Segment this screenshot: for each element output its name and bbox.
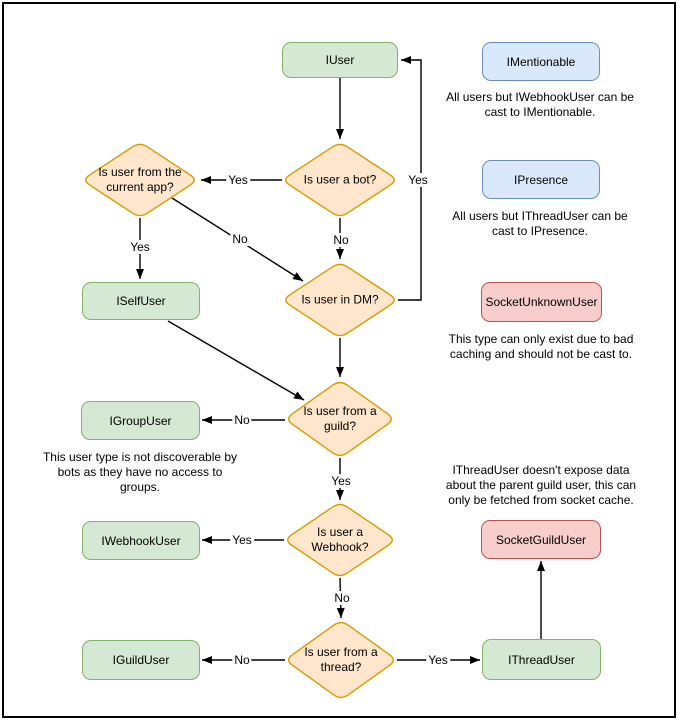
edge-label-fromguild-no: No xyxy=(232,413,252,427)
decision-is-webhook-label: Is user a Webhook? xyxy=(311,525,369,554)
edge-label-fromthread-yes: Yes xyxy=(426,653,450,667)
decision-from-current-app-shape xyxy=(85,143,195,217)
note-ithreaduser: IThreadUser doesn't expose data about th… xyxy=(445,463,637,507)
edge-label-fromthread-no: No xyxy=(232,653,252,667)
node-iselfuser: ISelfUser xyxy=(82,282,200,320)
decision-is-bot-shape xyxy=(285,143,395,217)
decision-is-bot-label: Is user a bot? xyxy=(303,172,377,187)
note-socketunknownuser: This type can only exist due to bad cach… xyxy=(448,332,634,361)
edge-label-iswebhook-no: No xyxy=(332,591,352,605)
node-imentionable-label: IMentionable xyxy=(506,54,576,69)
edge-label-iswebhook-yes: Yes xyxy=(230,533,254,547)
decision-from-guild-label: Is user from a guild? xyxy=(303,404,377,433)
edge-label-isbot-yes: Yes xyxy=(226,173,250,187)
note-ipresence: All users but IThreadUser can be cast to… xyxy=(452,209,628,238)
node-ithreaduser: IThreadUser xyxy=(482,639,601,680)
edge-label-isbot-no: No xyxy=(331,233,351,247)
node-ithreaduser-label: IThreadUser xyxy=(508,652,575,667)
decision-is-webhook-shape xyxy=(287,503,393,577)
decision-in-dm-shape xyxy=(285,263,395,337)
edge-label-indm-yes: Yes xyxy=(406,173,430,187)
note-igroupuser: This user type is not discoverable by bo… xyxy=(42,450,238,494)
edge-label-currentapp-no: No xyxy=(230,232,250,246)
node-socketunknownuser-label: SocketUnknownUser xyxy=(485,295,598,309)
node-iselfuser-label: ISelfUser xyxy=(116,294,166,308)
node-imentionable: IMentionable xyxy=(482,42,600,81)
node-socketunknownuser: SocketUnknownUser xyxy=(481,282,602,322)
node-socketguilduser: SocketGuildUser xyxy=(481,520,601,559)
node-socketguilduser-label: SocketGuildUser xyxy=(495,532,587,547)
node-igroupuser-label: IGroupUser xyxy=(109,413,172,428)
node-iuser-label: IUser xyxy=(325,53,355,67)
node-iguilduser: IGuildUser xyxy=(82,640,200,680)
node-iwebhookuser: IWebhookUser xyxy=(82,521,200,560)
node-iuser: IUser xyxy=(282,42,398,78)
node-ipresence-label: IPresence xyxy=(513,172,569,187)
edge-iselfuser-to-fromguild xyxy=(167,320,305,401)
node-ipresence: IPresence xyxy=(482,160,600,199)
edge-label-currentapp-yes: Yes xyxy=(128,240,152,254)
decision-from-thread-label: Is user from a thread? xyxy=(304,645,378,674)
decision-from-current-app-label: Is user from the current app? xyxy=(98,165,182,194)
node-iwebhookuser-label: IWebhookUser xyxy=(101,533,181,548)
node-igroupuser: IGroupUser xyxy=(81,401,200,440)
decision-from-thread-shape xyxy=(287,621,395,699)
decision-from-guild-shape xyxy=(287,381,393,457)
decision-in-dm-label: Is user in DM? xyxy=(301,292,379,307)
note-imentionable: All users but IWebhookUser can be cast t… xyxy=(446,90,634,119)
edge-label-fromguild-yes: Yes xyxy=(329,474,353,488)
node-iguilduser-label: IGuildUser xyxy=(112,653,170,667)
